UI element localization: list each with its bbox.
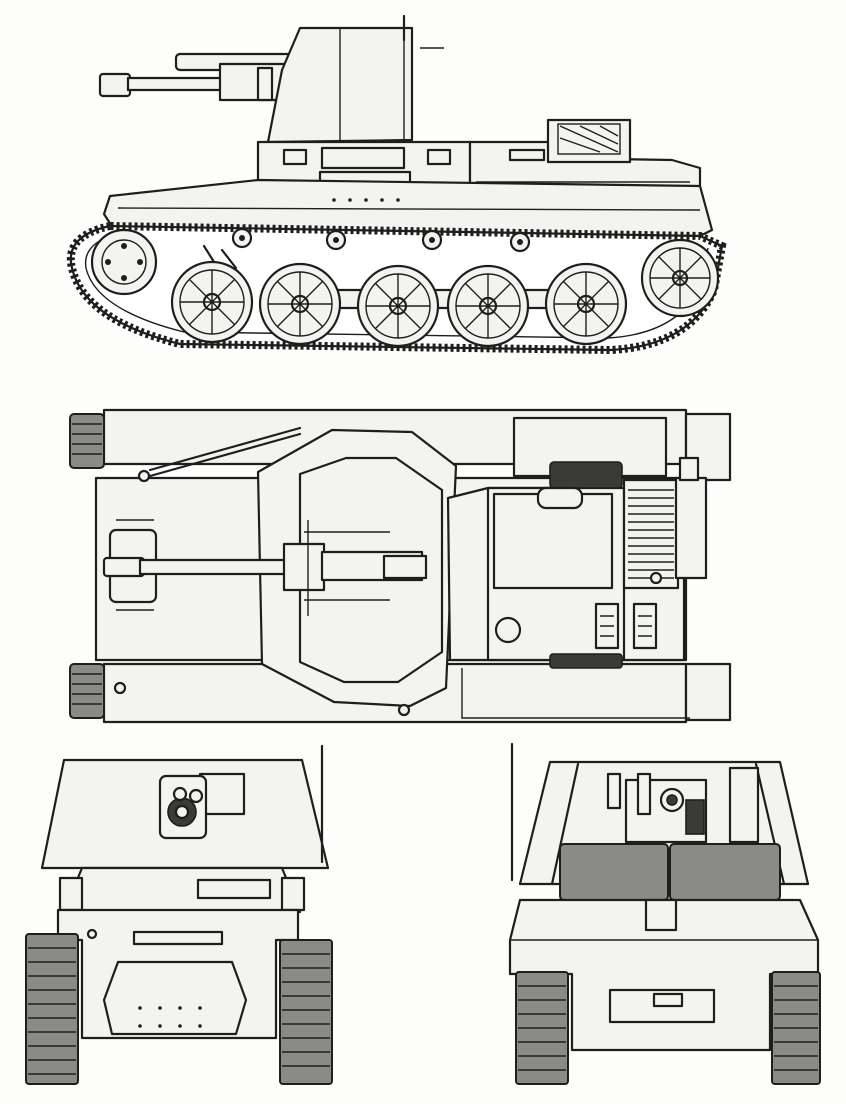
rear-engine-panels — [559, 843, 781, 901]
rear-track-left — [515, 971, 569, 1085]
side-return-rollers — [231, 227, 531, 253]
front-track-right — [279, 939, 333, 1085]
side-view — [66, 14, 727, 355]
side-idler-wheel — [640, 238, 720, 318]
rear-gun-breech — [606, 772, 708, 844]
side-hull-rivets — [332, 198, 400, 202]
rear-hull — [508, 898, 820, 1052]
side-drive-sprocket — [90, 228, 158, 296]
top-gun — [102, 520, 428, 616]
top-radiator-grille — [622, 478, 680, 590]
side-gun-barrel — [98, 52, 302, 102]
top-engine-hatches — [594, 602, 658, 650]
front-view — [25, 744, 333, 1085]
front-glacis-plate — [102, 960, 248, 1036]
front-track-left — [25, 933, 79, 1085]
side-hull — [102, 178, 714, 238]
top-sprockets — [69, 413, 105, 719]
rear-view — [508, 742, 821, 1085]
rear-track-right — [771, 971, 821, 1085]
side-road-wheels — [170, 260, 628, 348]
front-gun-mantlet — [158, 774, 208, 840]
front-rivets — [138, 1006, 202, 1028]
top-view — [69, 408, 732, 724]
